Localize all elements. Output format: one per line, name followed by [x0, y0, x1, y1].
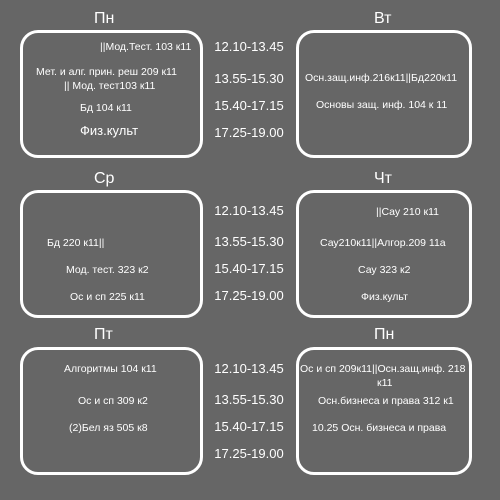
fri-entry-3: (2)Бел яз 505 к8: [69, 422, 148, 434]
thu-entry-2: Сау210к11||Алгор.209 11а: [320, 237, 446, 249]
card-thu: [296, 190, 472, 318]
mon2-entry-3: Осн.бизнеса и права 312 к1: [318, 395, 454, 407]
wed-entry-2: Мод. тест. 323 к2: [66, 264, 149, 276]
time-row1-1: 12.10-13.45: [214, 39, 284, 54]
mon-entry-4: Бд 104 к11: [80, 102, 132, 114]
mon2-entry-2: к11: [377, 377, 393, 389]
time-row2-3: 15.40-17.15: [214, 261, 284, 276]
day-title-thu: Чт: [374, 170, 392, 187]
card-mon-1: [20, 30, 203, 158]
mon-entry-3: || Мод. тест103 к11: [64, 80, 156, 92]
time-row3-2: 13.55-15.30: [214, 392, 284, 407]
mon-entry-5: Физ.культ: [80, 123, 139, 138]
wed-entry-3: Ос и сп 225 к11: [70, 291, 145, 303]
thu-entry-4: Физ.культ: [361, 291, 408, 303]
time-row1-3: 15.40-17.15: [214, 98, 284, 113]
time-row1-2: 13.55-15.30: [214, 71, 284, 86]
tue-entry-2: Основы защ. инф. 104 к 11: [316, 99, 448, 111]
mon2-entry-4: 10.25 Осн. бизнеса и права: [312, 422, 447, 434]
day-title-tue: Вт: [374, 10, 392, 27]
mon-entry-2: Мет. и алг. прин. реш 209 к11: [36, 66, 177, 78]
day-title-wed: Ср: [94, 170, 115, 187]
time-row3-1: 12.10-13.45: [214, 361, 284, 376]
day-title-fri: Пт: [94, 326, 113, 343]
day-title-mon-1: Пн: [94, 10, 115, 27]
thu-entry-1: ||Сау 210 к11: [376, 206, 439, 218]
card-tue: [296, 30, 472, 158]
wed-entry-1: Бд 220 к11||: [47, 237, 105, 249]
time-row1-4: 17.25-19.00: [214, 125, 284, 140]
fri-entry-1: Алгоритмы 104 к11: [64, 363, 157, 375]
mon-entry-1: ||Мод.Тест. 103 к11: [100, 41, 192, 53]
time-row2-1: 12.10-13.45: [214, 203, 284, 218]
time-row3-3: 15.40-17.15: [214, 419, 284, 434]
mon2-entry-1: Ос и сп 209к11||Осн.защ.инф. 218: [300, 363, 466, 375]
fri-entry-2: Ос и сп 309 к2: [78, 395, 148, 407]
tue-entry-1: Осн.защ.инф.216к11||Бд220к11: [305, 72, 458, 84]
time-row2-4: 17.25-19.00: [214, 288, 284, 303]
thu-entry-3: Сау 323 к2: [358, 264, 411, 276]
card-mon-2: [296, 347, 472, 475]
day-title-mon-2: Пн: [374, 326, 395, 343]
card-wed: [20, 190, 203, 318]
time-row2-2: 13.55-15.30: [214, 234, 284, 249]
time-row3-4: 17.25-19.00: [214, 446, 284, 461]
card-fri: [20, 347, 203, 475]
